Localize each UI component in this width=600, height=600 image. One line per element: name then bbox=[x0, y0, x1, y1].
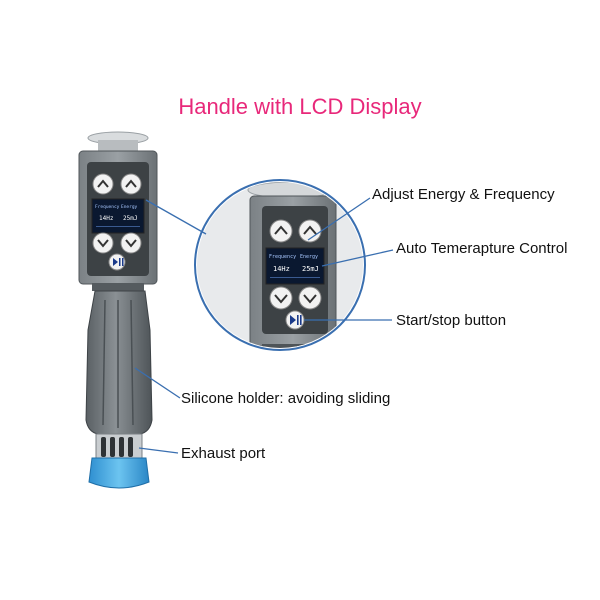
zoom-up-button-left bbox=[269, 219, 293, 243]
zoom-lcd-energy-label: Energy bbox=[300, 254, 318, 260]
zoom-down-button-right bbox=[298, 286, 322, 310]
callout-silicone-holder: Silicone holder: avoiding sliding bbox=[181, 390, 391, 407]
callout-exhaust-port: Exhaust port bbox=[181, 445, 266, 462]
callout-start-stop: Start/stop button bbox=[396, 312, 507, 329]
chevron-up-icon bbox=[303, 225, 317, 235]
zoom-view: Frequency Energy 14Hz 25mJ bbox=[194, 179, 366, 351]
handpiece: Frequency Energy 14Hz 25mJ bbox=[78, 131, 158, 489]
zoom-connector bbox=[145, 199, 207, 235]
callout-adjust-energy-frequency: Adjust Energy & Frequency bbox=[372, 186, 555, 203]
handpiece-top-spring bbox=[98, 140, 138, 152]
svg-text:Frequency: Frequency bbox=[95, 204, 120, 210]
leader-auto-temp bbox=[321, 249, 394, 267]
leader-silicone bbox=[134, 367, 181, 399]
leader-adjust bbox=[307, 197, 371, 241]
silicone-grip bbox=[85, 290, 153, 435]
down-button-right bbox=[120, 232, 142, 254]
chevron-up-icon bbox=[97, 179, 109, 188]
chevron-down-icon bbox=[97, 239, 109, 248]
chevron-up-icon bbox=[125, 179, 137, 188]
chevron-up-icon bbox=[274, 225, 288, 235]
leader-lines bbox=[134, 197, 394, 454]
play-pause-icon bbox=[113, 258, 124, 266]
svg-text:14Hz: 14Hz bbox=[99, 215, 114, 222]
svg-text:25mJ: 25mJ bbox=[123, 215, 137, 222]
zoom-lcd-energy-value: 25mJ bbox=[302, 265, 319, 273]
play-pause-icon bbox=[290, 315, 302, 325]
zoom-down-button-left bbox=[269, 286, 293, 310]
up-button-right bbox=[120, 173, 142, 195]
down-button-left bbox=[92, 232, 114, 254]
chevron-down-icon bbox=[303, 294, 317, 304]
lcd-screen bbox=[91, 198, 145, 234]
callout-auto-temperature: Auto Temerapture Control bbox=[396, 240, 568, 257]
chevron-down-icon bbox=[125, 239, 137, 248]
exhaust-port-ring bbox=[88, 457, 150, 489]
zoom-lcd-frequency-label: Frequency bbox=[269, 254, 296, 260]
up-button-left bbox=[92, 173, 114, 195]
leader-exhaust bbox=[138, 447, 179, 454]
zoom-lcd-frequency-value: 14Hz bbox=[273, 265, 290, 273]
svg-text:Energy: Energy bbox=[121, 204, 138, 210]
chevron-down-icon bbox=[274, 294, 288, 304]
handpiece-neck bbox=[92, 283, 144, 291]
diagram-title: Handle with LCD Display bbox=[178, 94, 422, 119]
